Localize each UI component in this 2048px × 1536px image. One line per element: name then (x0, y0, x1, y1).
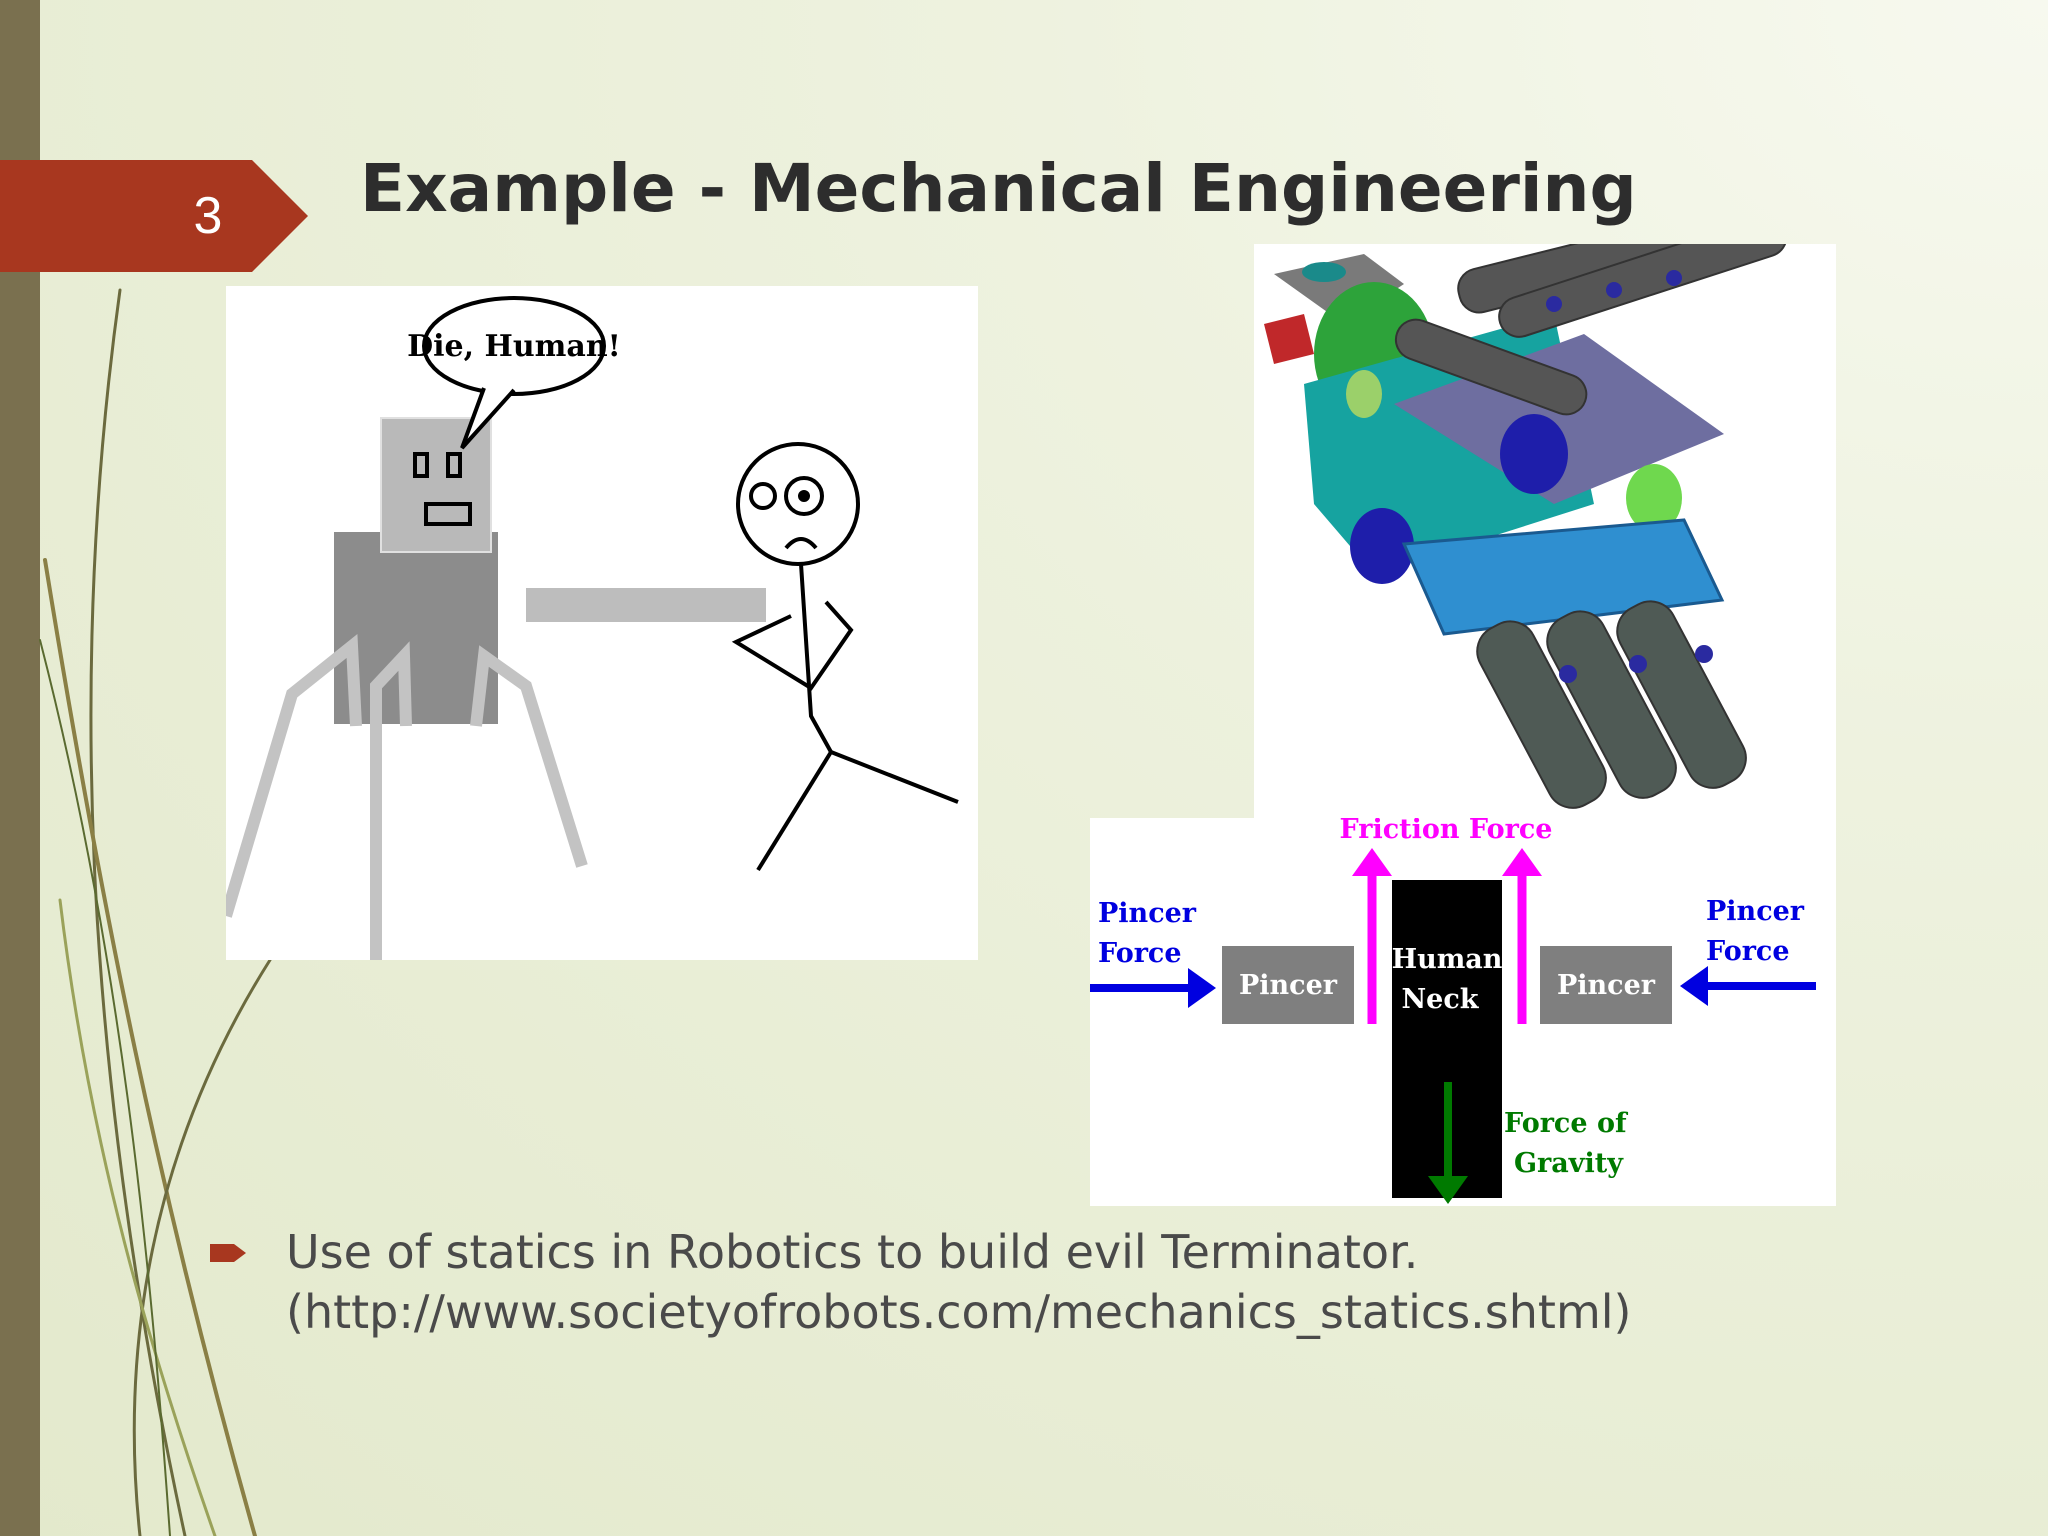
robot-hand-image (1254, 204, 1836, 820)
arrow-bullet-icon (210, 1244, 246, 1262)
bullet-line-1: Use of statics in Robotics to build evil… (286, 1225, 1419, 1279)
decorative-stems (39, 288, 272, 1536)
right-pincer-label: Pincer (1557, 970, 1656, 1001)
neck-label-1: Human (1392, 944, 1503, 975)
robot-cartoon-image: Die, Human! (220, 286, 978, 960)
speech-text: Die, Human! (407, 329, 621, 364)
left-force-label-1: Pincer (1098, 898, 1197, 929)
right-force-label-2: Force (1706, 936, 1790, 967)
bullet-text: Use of statics in Robotics to build evil… (286, 1222, 1986, 1342)
slide-number-tab (0, 160, 308, 272)
right-pincer-block (1540, 946, 1672, 1024)
slide-title: Example - Mechanical Engineering (360, 150, 1637, 227)
left-pincer-block (1222, 946, 1354, 1024)
left-pincer-label: Pincer (1239, 970, 1338, 1001)
left-force-label-2: Force (1098, 938, 1182, 969)
gravity-label-2: Gravity (1514, 1148, 1624, 1179)
bullet-line-2: (http://www.societyofrobots.com/mechanic… (286, 1285, 1632, 1339)
right-force-label-1: Pincer (1706, 896, 1805, 927)
slide-number: 3 (193, 187, 223, 245)
friction-label: Friction Force (1340, 818, 1553, 845)
neck-label-2: Neck (1401, 984, 1479, 1015)
gravity-label-1: Force of (1504, 1108, 1629, 1139)
force-diagram: Friction Force Pincer Force Pincer Force… (1090, 814, 1836, 1206)
